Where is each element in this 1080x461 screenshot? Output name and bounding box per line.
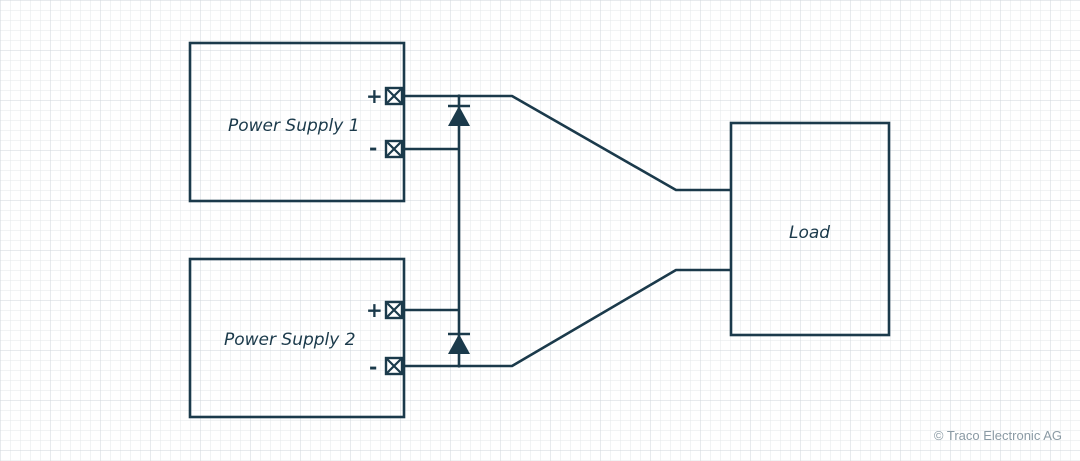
- junction-dot: [457, 94, 461, 98]
- power-supply-1-minus-terminal-icon: [384, 139, 404, 159]
- power-supply-2-minus-sign: -: [369, 355, 377, 379]
- power-supply-1: Power Supply 1 + -: [188, 41, 406, 203]
- power-supply-1-minus-sign: -: [369, 136, 377, 160]
- wiring: [402, 94, 731, 368]
- power-supply-2-box: [188, 257, 406, 419]
- power-supply-2: Power Supply 2 + -: [188, 257, 406, 419]
- power-supply-1-box: [188, 41, 406, 203]
- power-supply-1-label: Power Supply 1: [228, 116, 360, 136]
- power-supply-2-label: Power Supply 2: [224, 330, 356, 350]
- junction-dot: [457, 364, 461, 368]
- wire-ps2-negative-to-load: [402, 268, 731, 368]
- wire-ps1-positive-to-load: [402, 94, 731, 192]
- power-supply-1-plus-terminal-icon: [384, 86, 404, 106]
- power-supply-1-plus-sign: +: [366, 84, 383, 108]
- load-label: Load: [789, 223, 830, 243]
- diode-1-icon: [448, 104, 470, 126]
- power-supply-2-plus-terminal-icon: [384, 300, 404, 320]
- power-supply-2-plus-sign: +: [366, 298, 383, 322]
- load-box: [729, 121, 891, 337]
- copyright-text: © Traco Electronic AG: [934, 428, 1062, 443]
- power-supply-2-minus-terminal-icon: [384, 356, 404, 376]
- load: Load: [729, 121, 891, 337]
- diode-2-icon: [448, 332, 470, 354]
